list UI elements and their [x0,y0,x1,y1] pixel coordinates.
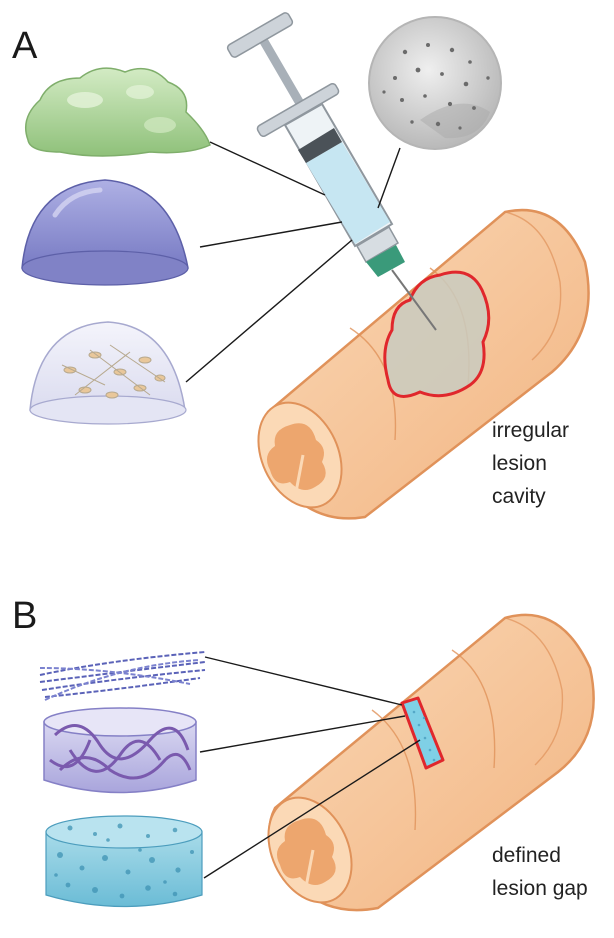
caption-b: defined lesion gap [492,844,588,900]
caption-a-line-1: irregular [492,419,569,442]
magnified-particle-suspension [369,17,501,149]
green-hydrogel-blob [26,68,210,156]
panel-a: A [12,11,589,520]
caption-b-line-1: defined [492,844,561,867]
leader-blue-dome [200,222,342,247]
spinal-cord-b [252,615,593,916]
caption-a-line-2: lesion [492,452,547,475]
cell-laden-hydrogel-dome [30,322,186,424]
aligned-fiber-scaffold [40,652,205,700]
panel-b-letter: B [12,595,37,637]
fiber-network-cylinder [44,708,196,793]
leader-aligned-fibers [205,657,402,705]
caption-a-line-3: cavity [492,485,546,508]
porous-sponge-cylinder [46,816,202,907]
leader-magnified [378,148,400,208]
caption-b-line-2: lesion gap [492,877,588,900]
irregular-lesion-cavity [385,272,489,396]
blue-hydrogel-dome [22,180,188,285]
caption-a: irregular lesion cavity [492,419,575,508]
panel-a-letter: A [12,25,38,67]
panel-b: B [12,595,594,916]
